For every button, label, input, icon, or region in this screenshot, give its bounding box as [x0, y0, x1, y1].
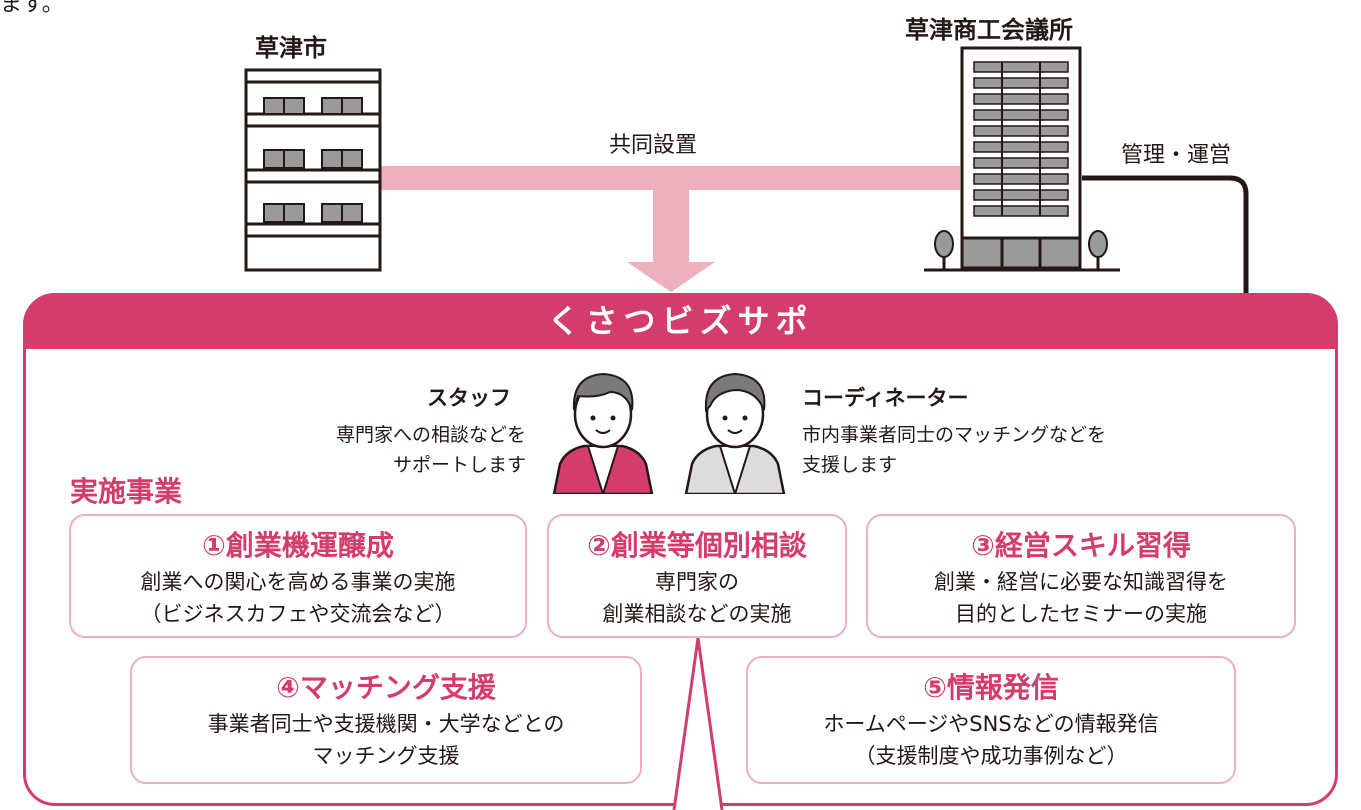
program-title: ⑤情報発信 [923, 671, 1059, 704]
joint-label: 共同設置 [609, 133, 698, 158]
program-card: ⑤情報発信 ホームページやSNSなどの情報発信 （支援制度や成功事例など） [746, 656, 1236, 784]
program-desc-line: 創業相談などの実施 [602, 602, 792, 626]
clipped-top-text: ます。 [0, 0, 64, 17]
coordinator-person-icon [684, 372, 786, 494]
staff-name: スタッフ [427, 386, 511, 410]
coordinator-name: コーディネーター [802, 386, 969, 410]
panel-title: くさつビズサポ [547, 302, 814, 340]
program-card: ④マッチング支援 事業者同士や支援機関・大学などとの マッチング支援 [130, 656, 642, 784]
program-desc-line: 創業への関心を高める事業の実施 [140, 570, 456, 594]
manage-label: 管理・運営 [1121, 143, 1232, 168]
joint-connector [380, 166, 960, 292]
link-stem [653, 188, 689, 262]
program-desc-line: 事業者同士や支援機関・大学などとの [207, 712, 565, 736]
staff-desc-line: 専門家への相談などを [335, 424, 526, 446]
program-desc-line: 目的としたセミナーの実施 [955, 602, 1207, 626]
coordinator-desc-line: 支援します [802, 454, 898, 476]
program-card: ③経営スキル習得 創業・経営に必要な知識習得を 目的としたセミナーの実施 [866, 514, 1296, 638]
program-desc-line: マッチング支援 [312, 744, 460, 768]
down-arrow-icon [627, 262, 715, 292]
chamber-label: 草津商工会議所 [905, 16, 1073, 44]
city-label: 草津市 [255, 34, 327, 62]
staff-desc: 専門家への相談などを サポートします [336, 420, 526, 480]
section-title: 実施事業 [70, 475, 183, 508]
link-bar [380, 166, 960, 190]
program-desc-line: 専門家の [655, 570, 739, 594]
staff-person-icon [552, 372, 654, 494]
program-desc-line: ホームページやSNSなどの情報発信 [823, 712, 1159, 736]
city-hall-building-icon [244, 68, 382, 272]
program-desc-line: （支援制度や成功事例など） [854, 744, 1128, 768]
coordinator-desc: 市内事業者同士のマッチングなどを 支援します [802, 420, 1106, 480]
program-card: ②創業等個別相談 専門家の 創業相談などの実施 [547, 514, 847, 638]
program-title: ①創業機運醸成 [202, 529, 394, 562]
chamber-building-icon [924, 46, 1120, 272]
program-title: ②創業等個別相談 [587, 529, 807, 562]
program-desc-line: （ビジネスカフェや交流会など） [140, 602, 456, 626]
coordinator-desc-line: 市内事業者同士のマッチングなどを [802, 424, 1107, 446]
program-title: ④マッチング支援 [276, 671, 496, 704]
panel-header [23, 293, 1338, 349]
callout-pointer [672, 637, 724, 810]
staff-desc-line: サポートします [392, 454, 526, 476]
program-title: ③経営スキル習得 [971, 529, 1191, 562]
program-desc-line: 創業・経営に必要な知識習得を [934, 570, 1228, 594]
program-card: ①創業機運醸成 創業への関心を高める事業の実施 （ビジネスカフェや交流会など） [69, 514, 527, 638]
